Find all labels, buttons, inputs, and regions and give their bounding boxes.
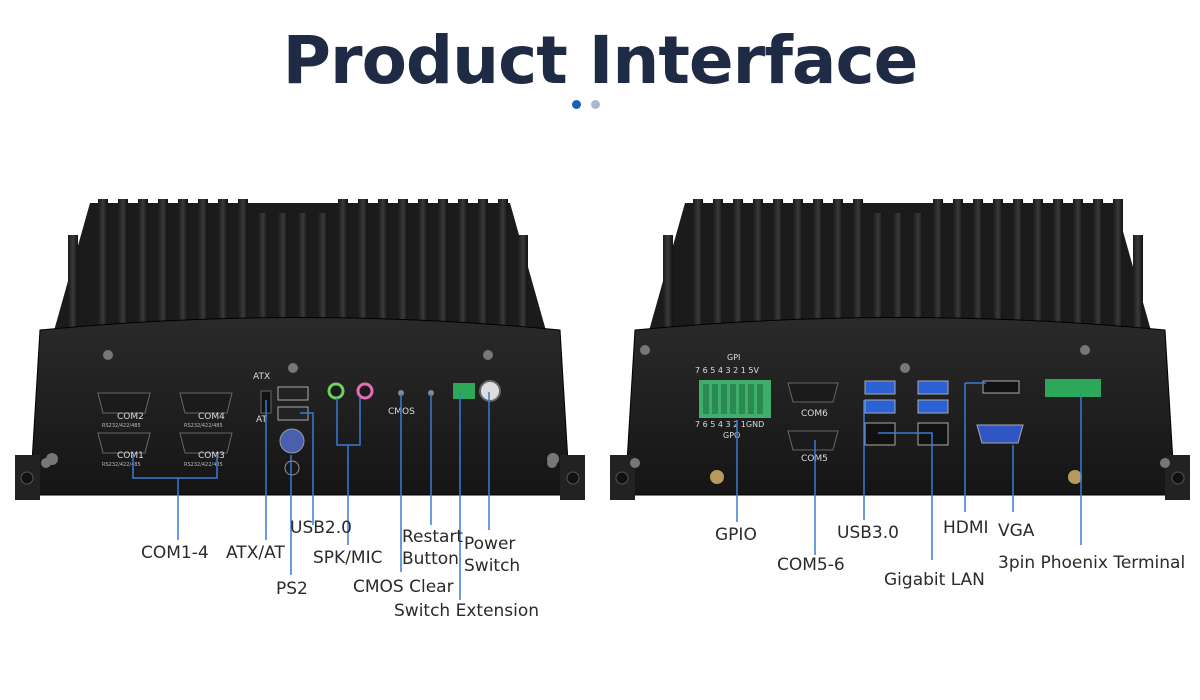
com1-label: COM1: [117, 451, 144, 461]
gpi-pins-label: 7 6 5 4 3 2 1 5V: [695, 366, 759, 375]
atx-at-switch[interactable]: [260, 390, 272, 414]
at-label: AT: [256, 415, 267, 425]
antenna-left: [710, 470, 724, 484]
com5-port[interactable]: [787, 430, 839, 451]
restart-button[interactable]: [428, 390, 434, 396]
device-body: [624, 317, 1176, 496]
usb3-port-2[interactable]: [864, 399, 896, 414]
usb3-port-4[interactable]: [917, 399, 949, 414]
gpo-pins-label: 7 6 5 4 3 2 1GND: [695, 420, 765, 429]
com2-label: COM2: [117, 412, 144, 422]
callout-spk-mic: SPK/MIC: [313, 548, 383, 568]
callout-power-switch: Power Switch: [464, 534, 521, 576]
com-ports: [97, 392, 233, 454]
mic-jack[interactable]: [356, 382, 374, 400]
callout-switch-extension: Switch Extension: [394, 601, 540, 621]
callout-ps2: PS2: [276, 579, 308, 599]
com4-rs-label: RS232/422/485: [184, 423, 223, 429]
hdmi-port[interactable]: [982, 380, 1020, 394]
com3-rs-label: RS232/422/485: [184, 462, 223, 468]
phoenix-terminal[interactable]: [1045, 379, 1101, 397]
speaker-jack[interactable]: [327, 382, 345, 400]
com6-label: COM6: [801, 409, 828, 419]
callout-gpio: GPIO: [715, 525, 757, 545]
callout-com5-6: COM5-6: [777, 555, 845, 575]
com4-label: COM4: [198, 412, 225, 422]
cmos-clear-button[interactable]: [398, 390, 404, 396]
callout-com1-4: COM1-4: [141, 543, 209, 563]
gpo-label: GPO: [723, 431, 741, 440]
pagination-dot-inactive[interactable]: [591, 100, 600, 109]
callout-cmos-clear: CMOS Clear: [353, 577, 454, 597]
heatsink-fins: [645, 199, 1155, 345]
callout-restart-button: Restart Button: [402, 527, 464, 569]
callout-atx-at: ATX/AT: [226, 543, 285, 563]
lan-port-2[interactable]: [917, 422, 949, 446]
rear-panel-device: GPI 7 6 5 4 3 2 1 5V 7 6 5 4 3 2 1GND GP…: [605, 195, 1195, 515]
callout-hdmi: HDMI: [943, 518, 989, 538]
usb3-port-3[interactable]: [917, 380, 949, 395]
com5-label: COM5: [801, 454, 828, 464]
device-body: [29, 317, 571, 496]
usb2-port-top[interactable]: [277, 386, 309, 401]
ps2-port[interactable]: [279, 428, 305, 454]
vga-port[interactable]: [976, 424, 1024, 444]
gpi-label: GPI: [727, 353, 741, 362]
com2-rs-label: RS232/422/485: [102, 423, 141, 429]
com6-port[interactable]: [787, 382, 839, 403]
usb2-port-bottom[interactable]: [277, 406, 309, 421]
callout-usb30: USB3.0: [837, 523, 899, 543]
com3-label: COM3: [198, 451, 225, 461]
callout-vga: VGA: [998, 521, 1035, 541]
callout-usb20: USB2.0: [290, 518, 352, 538]
power-switch[interactable]: [479, 380, 501, 402]
antenna-right: [1068, 470, 1082, 484]
com1-rs-label: RS232/422/485: [102, 462, 141, 468]
pagination-dot-active[interactable]: [572, 100, 581, 109]
atx-label: ATX: [253, 372, 271, 382]
cmos-label: CMOS: [388, 407, 415, 417]
callout-phoenix-terminal: 3pin Phoenix Terminal: [998, 553, 1186, 573]
usb3-port-1[interactable]: [864, 380, 896, 395]
lan-port-1[interactable]: [864, 422, 896, 446]
front-panel-device: COM2 COM4 COM1 COM3 RS232/422/485 RS232/…: [10, 195, 590, 515]
switch-extension-connector[interactable]: [453, 383, 475, 399]
page-title: Product Interface: [282, 22, 919, 99]
heatsink-fins: [50, 199, 550, 345]
callout-gigabit-lan: Gigabit LAN: [884, 570, 985, 590]
pagination-dots: [572, 100, 600, 109]
